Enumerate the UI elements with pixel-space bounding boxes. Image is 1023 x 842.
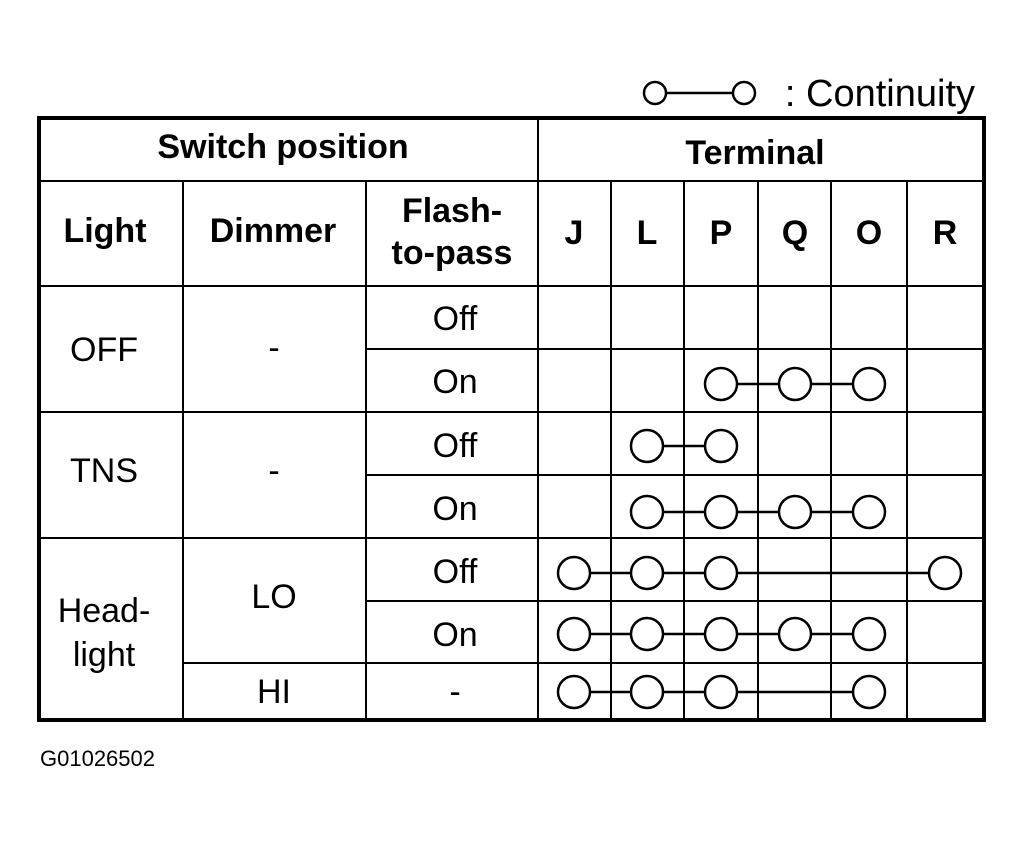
dimmer-off-cell: -	[268, 329, 279, 367]
continuity-node-l	[629, 555, 665, 591]
continuity-node-p	[703, 555, 739, 591]
continuity-node-l	[629, 674, 665, 710]
figure-id: G01026502	[40, 746, 155, 771]
continuity-node-l	[629, 494, 665, 530]
terminal-header: Terminal	[685, 134, 824, 172]
table-grid	[37, 116, 986, 722]
continuity-node-p	[703, 366, 739, 402]
dimmer-tns-cell: -	[268, 452, 279, 490]
legend-continuity-symbol	[642, 80, 757, 106]
dimmer-column-header: Dimmer	[210, 212, 337, 250]
light-headlight-label-line1: Head-	[58, 592, 151, 630]
continuity-node-o	[851, 494, 887, 530]
continuity-node-o	[851, 366, 887, 402]
dimmer-hi-cell: HI	[257, 673, 291, 711]
flash-cell: -	[449, 673, 460, 711]
switch-position-header: Switch position	[157, 128, 408, 166]
continuity-node-q	[777, 494, 813, 530]
flash-to-pass-cells: Off On Off On Off On -	[432, 300, 478, 711]
continuity-node-p	[703, 494, 739, 530]
light-tns-label: TNS	[70, 452, 138, 490]
continuity-node-r	[927, 555, 963, 591]
terminal-l-header: L	[637, 214, 658, 252]
terminal-q-header: Q	[782, 214, 808, 252]
flash-cell: On	[432, 616, 477, 654]
flash-cell: On	[432, 363, 477, 401]
continuity-node-p	[703, 674, 739, 710]
terminal-o-header: O	[856, 214, 882, 252]
terminal-r-header: R	[933, 214, 958, 252]
continuity-node-j	[556, 674, 592, 710]
continuity-node-j	[556, 616, 592, 652]
light-column-header: Light	[63, 212, 146, 250]
flash-to-pass-header-line1: Flash-	[402, 192, 502, 230]
legend-label: : Continuity	[785, 73, 975, 115]
terminal-p-header: P	[710, 214, 733, 252]
terminal-headers: J L P Q O R	[565, 214, 958, 252]
continuity-node-o	[851, 616, 887, 652]
terminal-j-header: J	[565, 214, 584, 252]
light-off-label: OFF	[70, 331, 138, 369]
continuity-node-p	[703, 616, 739, 652]
flash-cell: Off	[433, 427, 478, 465]
continuity-node-p	[703, 428, 739, 464]
light-headlight-label-line2: light	[73, 636, 136, 674]
continuity-node-o	[851, 674, 887, 710]
flash-cell: Off	[433, 300, 478, 338]
flash-cell: On	[432, 490, 477, 528]
flash-cell: Off	[433, 553, 478, 591]
continuity-node-q	[777, 616, 813, 652]
flash-to-pass-header-line2: to-pass	[392, 234, 513, 272]
continuity-node-j	[556, 555, 592, 591]
continuity-marks	[556, 366, 963, 710]
legend: : Continuity	[642, 73, 975, 115]
continuity-node-l	[629, 428, 665, 464]
dimmer-lo-cell: LO	[251, 578, 296, 616]
continuity-node-q	[777, 366, 813, 402]
continuity-node-l	[629, 616, 665, 652]
